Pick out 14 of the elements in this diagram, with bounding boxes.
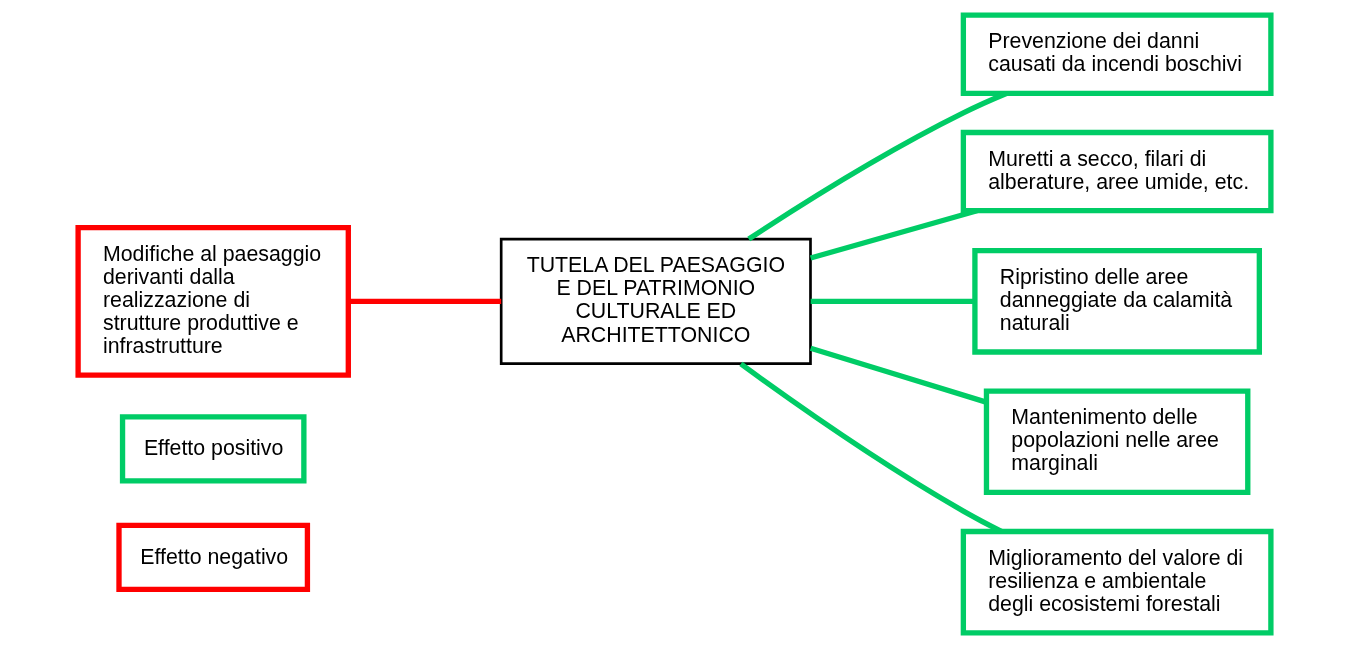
connector xyxy=(746,91,1007,242)
node-box: Prevenzione dei danni causati da incendi boschivi xyxy=(960,12,1274,96)
node-box: Miglioramento del valore di resilienza e ambientale degli ecosistemi forestali xyxy=(960,528,1274,636)
connector xyxy=(348,298,501,304)
connector xyxy=(809,208,978,261)
node-box: Mantenimento delle popolazioni nelle aree marginali xyxy=(983,388,1250,496)
legend-label: Effetto positivo xyxy=(143,436,283,461)
node-box: TUTELA DEL PAESAGGIO E DEL PATRIMONIO CULTURALE ED ARCHITETTONICO xyxy=(499,237,812,365)
node-box: Ripristino delle aree danneggiate da calamità naturali xyxy=(971,248,1262,355)
connector xyxy=(810,298,975,304)
node-box: Modifiche al paesaggio derivanti dalla realizzazione di strutture produttive e infrastrutture xyxy=(74,224,351,378)
legend-label: Effetto negativo xyxy=(139,544,288,569)
connector xyxy=(809,345,987,405)
node-box: Muretti a secco, filari di alberature, aree umide, etc. xyxy=(960,129,1274,214)
